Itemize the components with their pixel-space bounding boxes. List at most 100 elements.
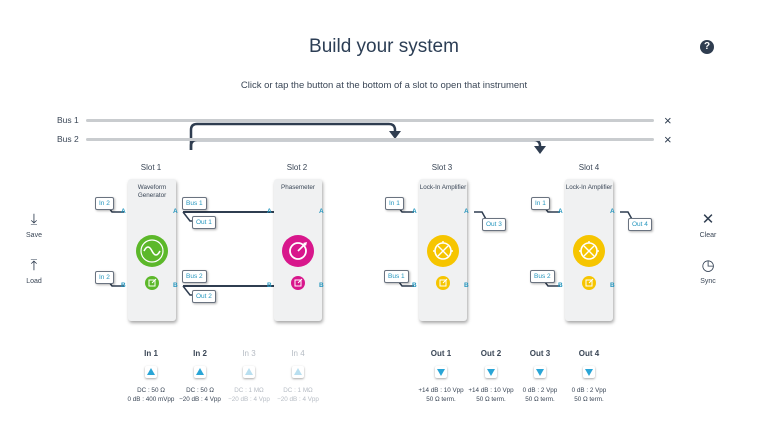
slot2-card[interactable]: Phasemeter (274, 179, 322, 321)
save-button[interactable]: ⤓ Save (14, 211, 54, 240)
slot2-instrument-name: Phasemeter (281, 184, 315, 191)
lock-in-icon (573, 235, 605, 267)
open-icon (585, 278, 594, 287)
slot4-in-b-tag[interactable]: Bus 2 (530, 270, 555, 283)
slot4-port-in-a[interactable]: A (558, 208, 563, 215)
bus1-arrow-wire (189, 122, 397, 150)
slot3-in-b-tag[interactable]: Bus 1 (384, 270, 409, 283)
slot3-in-a-tag[interactable]: In 1 (385, 197, 404, 210)
phasemeter-icon (282, 235, 314, 267)
slot1-out-b-tag[interactable]: Out 2 (192, 290, 216, 303)
question-icon[interactable]: ? (700, 40, 714, 54)
slot1-instrument-name: Waveform Generator (137, 184, 167, 199)
slot4-open-button[interactable] (582, 276, 596, 290)
slot3-open-button[interactable] (436, 276, 450, 290)
slot2-port-out-b[interactable]: B (319, 282, 324, 289)
output2-label: Out 2 (480, 349, 502, 358)
slot1-in-b-tag[interactable]: In 2 (95, 271, 114, 284)
slot4-out-a-tag[interactable]: Out 4 (628, 218, 652, 231)
output2-config-button[interactable] (485, 366, 497, 378)
slot4-port-out-a[interactable]: A (610, 208, 615, 215)
output4-config-button[interactable] (583, 366, 595, 378)
clear-label: Clear (699, 232, 717, 239)
slot1-port-in-b[interactable]: B (121, 282, 126, 289)
bus1-label: Bus 1 (57, 115, 79, 125)
slot2-port-in-b[interactable]: B (267, 282, 272, 289)
sync-button[interactable]: ◷ Sync (688, 257, 728, 286)
load-button[interactable]: ⤒ Load (14, 257, 54, 286)
input1-config-button[interactable] (145, 366, 157, 378)
slot1-in-a-tag[interactable]: In 2 (95, 197, 114, 210)
slot2-port-out-a[interactable]: A (319, 208, 324, 215)
input4-config-button[interactable] (292, 366, 304, 378)
clear-button[interactable]: ✕ Clear (688, 212, 728, 240)
slot3-out-a-tag[interactable]: Out 3 (482, 218, 506, 231)
save-icon: ⤓ (30, 211, 38, 228)
slot3-port-in-b[interactable]: B (412, 282, 417, 289)
load-icon: ⤒ (30, 257, 38, 274)
slot2-port-in-a[interactable]: A (267, 208, 272, 215)
slot2-label: Slot 2 (286, 163, 308, 172)
slot4-port-in-b[interactable]: B (558, 282, 563, 289)
bus1-remove-icon[interactable]: × (664, 113, 672, 128)
bus1-line (86, 119, 654, 122)
slot4-card[interactable]: Lock-In Amplifier (565, 179, 613, 321)
input4-settings: DC : 1 MΩ−20 dB : 4 Vpp (277, 387, 319, 403)
input2-settings: DC : 50 Ω−20 dB : 4 Vpp (179, 387, 221, 403)
input2-label: In 2 (193, 349, 207, 358)
output3-config-button[interactable] (534, 366, 546, 378)
triangle-down-icon (487, 369, 495, 376)
input3-settings: DC : 1 MΩ−20 dB : 4 Vpp (228, 387, 270, 403)
bus2-remove-icon[interactable]: × (664, 132, 672, 147)
triangle-down-icon (536, 369, 544, 376)
slot3-port-out-b[interactable]: B (464, 282, 469, 289)
bus2-arrowhead (534, 146, 546, 154)
slot4-in-a-tag[interactable]: In 1 (531, 197, 550, 210)
triangle-down-icon (437, 369, 445, 376)
input2-config-button[interactable] (194, 366, 206, 378)
input3-label: In 3 (242, 349, 256, 358)
page-title: Build your system (309, 36, 459, 57)
slot1-open-button[interactable] (145, 276, 159, 290)
input1-label: In 1 (144, 349, 158, 358)
slot1-bus-a-tag[interactable]: Bus 1 (182, 197, 207, 210)
slot4-label: Slot 4 (578, 163, 600, 172)
slot1-port-out-a[interactable]: A (173, 208, 178, 215)
slot1-bus-b-tag[interactable]: Bus 2 (182, 270, 207, 283)
slot1-label: Slot 1 (140, 163, 162, 172)
input3-config-button[interactable] (243, 366, 255, 378)
slot3-card[interactable]: Lock-In Amplifier (419, 179, 467, 321)
slot4-port-out-b[interactable]: B (610, 282, 615, 289)
bus2-label: Bus 2 (57, 134, 79, 144)
slot1-card[interactable]: Waveform Generator (128, 179, 176, 321)
open-icon (148, 278, 157, 287)
output1-config-button[interactable] (435, 366, 447, 378)
bus2-arrow-wire (189, 138, 542, 150)
save-label: Save (26, 232, 42, 239)
load-label: Load (26, 278, 42, 285)
input4-label: In 4 (291, 349, 305, 358)
slot1-out-a-tag[interactable]: Out 1 (192, 216, 216, 229)
bus2-line (86, 138, 654, 141)
triangle-up-icon (294, 368, 302, 375)
open-icon (294, 278, 303, 287)
slot1-port-in-a[interactable]: A (121, 208, 126, 215)
output3-label: Out 3 (529, 349, 551, 358)
sync-label: Sync (700, 278, 716, 285)
slot3-port-out-a[interactable]: A (464, 208, 469, 215)
gauge-icon: ◷ (701, 257, 715, 274)
slot3-label: Slot 3 (431, 163, 453, 172)
lock-in-icon (427, 235, 459, 267)
open-icon (439, 278, 448, 287)
slot3-instrument-name: Lock-In Amplifier (419, 184, 467, 191)
sine-wave-icon (136, 235, 168, 267)
slot1-port-out-b[interactable]: B (173, 282, 178, 289)
triangle-up-icon (147, 368, 155, 375)
slot2-open-button[interactable] (291, 276, 305, 290)
slot3-port-in-a[interactable]: A (412, 208, 417, 215)
